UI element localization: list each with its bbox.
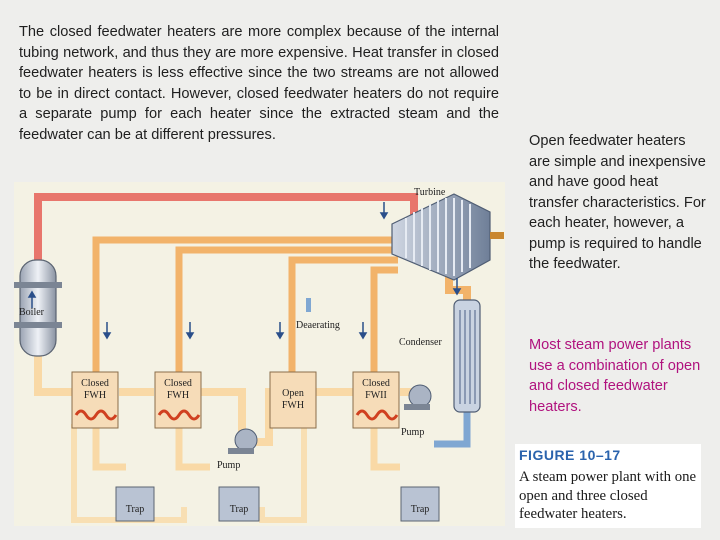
closed-fwh-paragraph: The closed feedwater heaters are more co… [19, 24, 499, 143]
turbine-label: Turbine [414, 187, 446, 198]
figure-number: FIGURE 10–17 [519, 447, 621, 463]
boiler-icon [14, 259, 62, 357]
fwh-box: Closed FWII [352, 371, 400, 429]
fwh-label-line2: FWH [167, 390, 189, 401]
trap-box: Trap [115, 486, 155, 522]
pump-label: Pump [217, 460, 240, 471]
fwh-label-line1: Closed [362, 378, 390, 389]
turbine-icon [391, 193, 504, 281]
fwh-box: Closed FWH [154, 371, 202, 429]
deaerating-label: Deaerating [296, 320, 340, 331]
trap-label: Trap [230, 504, 249, 515]
steam-plant-diagram: Boiler Turbine Condenser Deaerati [14, 182, 505, 526]
figure-caption-text: A steam power plant with one open and th… [519, 469, 697, 522]
condenser-icon [453, 299, 481, 413]
fwh-label-line2: FWH [282, 400, 304, 411]
pump-icon [228, 428, 258, 454]
fwh-label-line1: Closed [81, 378, 109, 389]
trap-label: Trap [126, 504, 145, 515]
fwh-label-line1: Open [282, 388, 304, 399]
combination-paragraph: Most steam power plants use a combinatio… [529, 337, 701, 415]
fwh-box: Closed FWH [71, 371, 119, 429]
fwh-label-line1: Closed [164, 378, 192, 389]
trap-label: Trap [411, 504, 430, 515]
fwh-label-line2: FWII [365, 390, 387, 401]
fwh-label-line2: FWH [84, 390, 106, 401]
figure-caption: FIGURE 10–17 A steam power plant with on… [515, 444, 701, 528]
trap-box: Trap [218, 486, 260, 522]
condenser-label: Condenser [399, 337, 442, 348]
fwh-box: Open FWH [269, 371, 317, 429]
open-fwh-paragraph: Open feedwater heaters are simple and in… [529, 133, 706, 272]
boiler-label: Boiler [19, 307, 45, 318]
pump-label: Pump [401, 427, 424, 438]
pump-icon [404, 384, 432, 410]
trap-box: Trap [400, 486, 440, 522]
